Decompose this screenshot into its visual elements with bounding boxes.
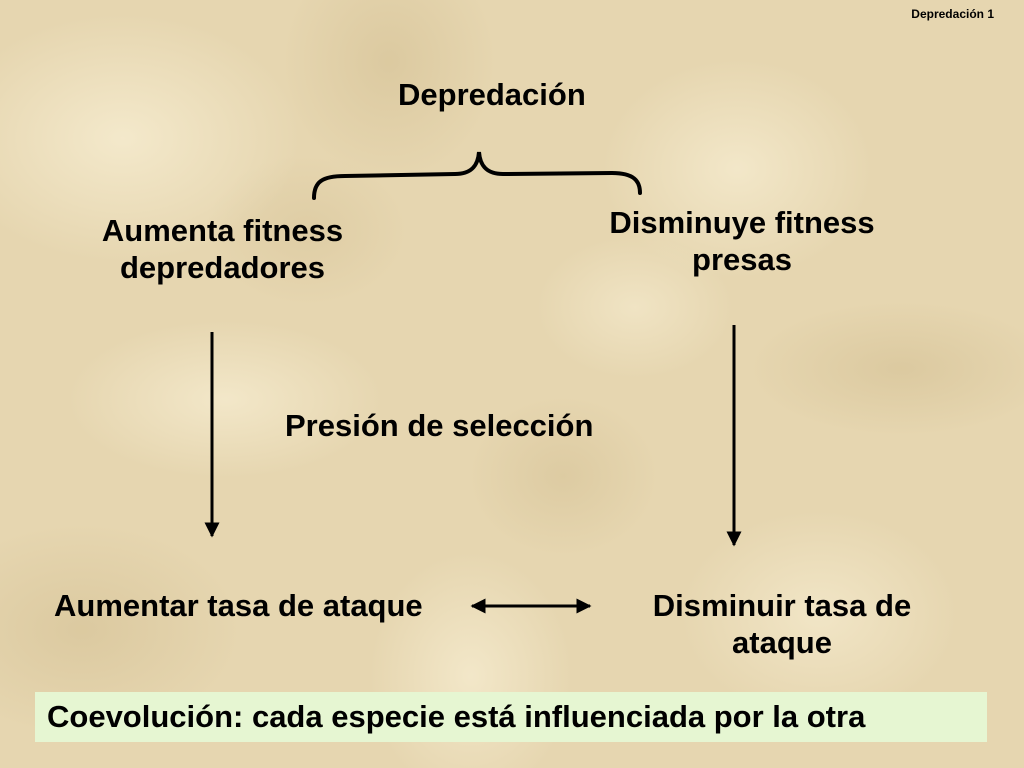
predator-fitness-label: Aumenta fitness depredadores: [101, 213, 344, 286]
slide-label: Depredación 1: [911, 7, 994, 21]
diagram-title: Depredación: [398, 77, 586, 112]
selection-pressure-label: Presión de selección: [285, 408, 594, 443]
prey-fitness-label: Disminuye fitness presas: [609, 205, 875, 278]
conclusion-box: Coevolución: cada especie está influenci…: [35, 692, 987, 742]
conclusion-text: Coevolución: cada especie está influenci…: [47, 699, 866, 734]
decrease-attack-rate-label: Disminuir tasa de ataque: [652, 588, 912, 661]
curly-brace: [312, 151, 642, 200]
increase-attack-rate-label: Aumentar tasa de ataque: [54, 588, 423, 623]
